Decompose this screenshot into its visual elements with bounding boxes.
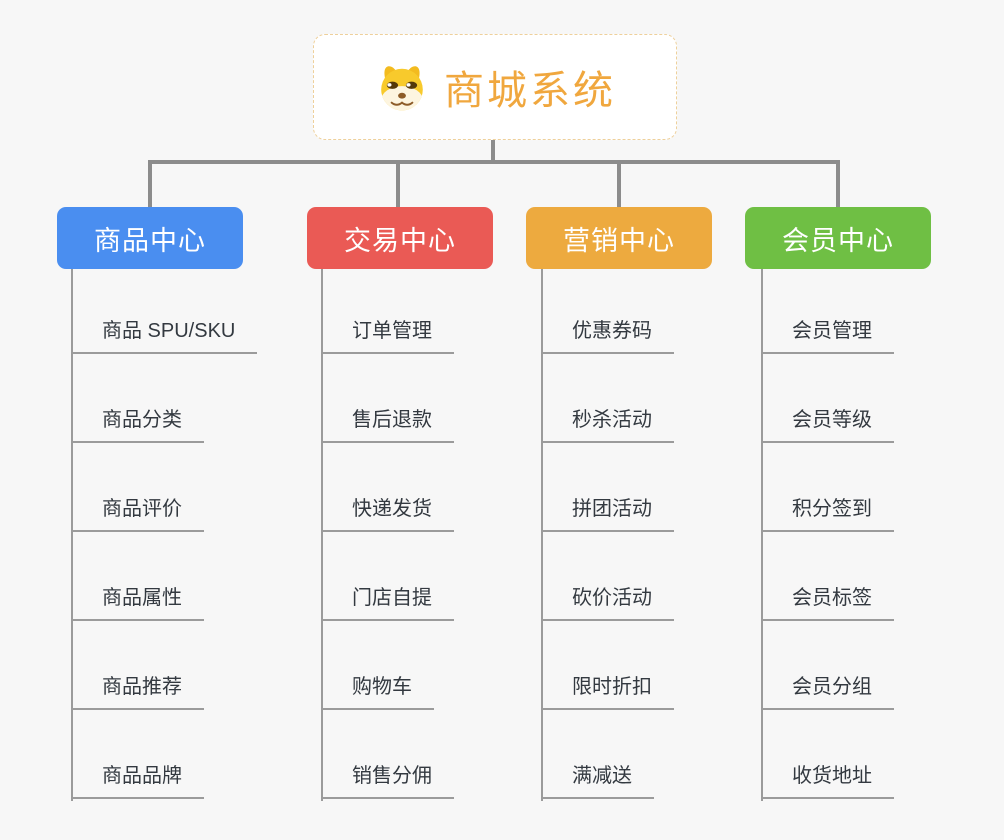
connector-horizontal-bus (150, 160, 840, 164)
leaf-item[interactable]: 商品分类 (72, 407, 204, 443)
branch-label: 营销中心 (563, 225, 675, 256)
branch-trade-center[interactable]: 交易中心 (307, 207, 493, 269)
leaf-item[interactable]: 商品评价 (72, 496, 204, 532)
leaf-item[interactable]: 收货地址 (762, 763, 894, 799)
branch-product-center[interactable]: 商品中心 (57, 207, 243, 269)
leaf-item[interactable]: 砍价活动 (542, 585, 674, 621)
leaf-item[interactable]: 商品 SPU/SKU (72, 318, 258, 354)
root-node[interactable]: 商城系统 (313, 34, 677, 140)
branch-marketing-center[interactable]: 营销中心 (526, 207, 712, 269)
root-title: 商城系统 (444, 69, 616, 113)
leaf-item[interactable]: 秒杀活动 (542, 407, 674, 443)
branch-trunk-line (71, 269, 73, 801)
connector-drop-product (148, 160, 152, 208)
shiba-dog-icon (374, 61, 430, 113)
leaf-item[interactable]: 快递发货 (322, 496, 454, 532)
leaf-item[interactable]: 会员标签 (762, 585, 894, 621)
leaf-item[interactable]: 商品属性 (72, 585, 204, 621)
leaf-item[interactable]: 销售分佣 (322, 763, 454, 799)
leaf-item[interactable]: 购物车 (322, 674, 434, 710)
leaf-item[interactable]: 售后退款 (322, 407, 454, 443)
leaf-item[interactable]: 订单管理 (322, 318, 454, 354)
branch-trunk-line (541, 269, 543, 801)
leaf-item[interactable]: 拼团活动 (542, 496, 674, 532)
leaf-item[interactable]: 满减送 (542, 763, 654, 799)
leaf-item[interactable]: 会员管理 (762, 318, 894, 354)
connector-drop-marketing (617, 160, 621, 208)
branch-label: 商品中心 (94, 225, 206, 256)
connector-drop-trade (396, 160, 400, 208)
connector-root-stem (491, 139, 495, 162)
leaf-item[interactable]: 门店自提 (322, 585, 454, 621)
branch-member-center[interactable]: 会员中心 (745, 207, 931, 269)
branch-label: 交易中心 (344, 225, 456, 256)
leaf-item[interactable]: 积分签到 (762, 496, 894, 532)
leaf-item[interactable]: 会员等级 (762, 407, 894, 443)
branch-trunk-line (761, 269, 763, 801)
connector-drop-member (836, 160, 840, 208)
branch-trunk-line (321, 269, 323, 801)
branch-label: 会员中心 (782, 225, 894, 256)
leaf-item[interactable]: 商品推荐 (72, 674, 204, 710)
leaf-item[interactable]: 商品品牌 (72, 763, 204, 799)
leaf-item[interactable]: 限时折扣 (542, 674, 674, 710)
leaf-item[interactable]: 会员分组 (762, 674, 894, 710)
leaf-item[interactable]: 优惠券码 (542, 318, 674, 354)
